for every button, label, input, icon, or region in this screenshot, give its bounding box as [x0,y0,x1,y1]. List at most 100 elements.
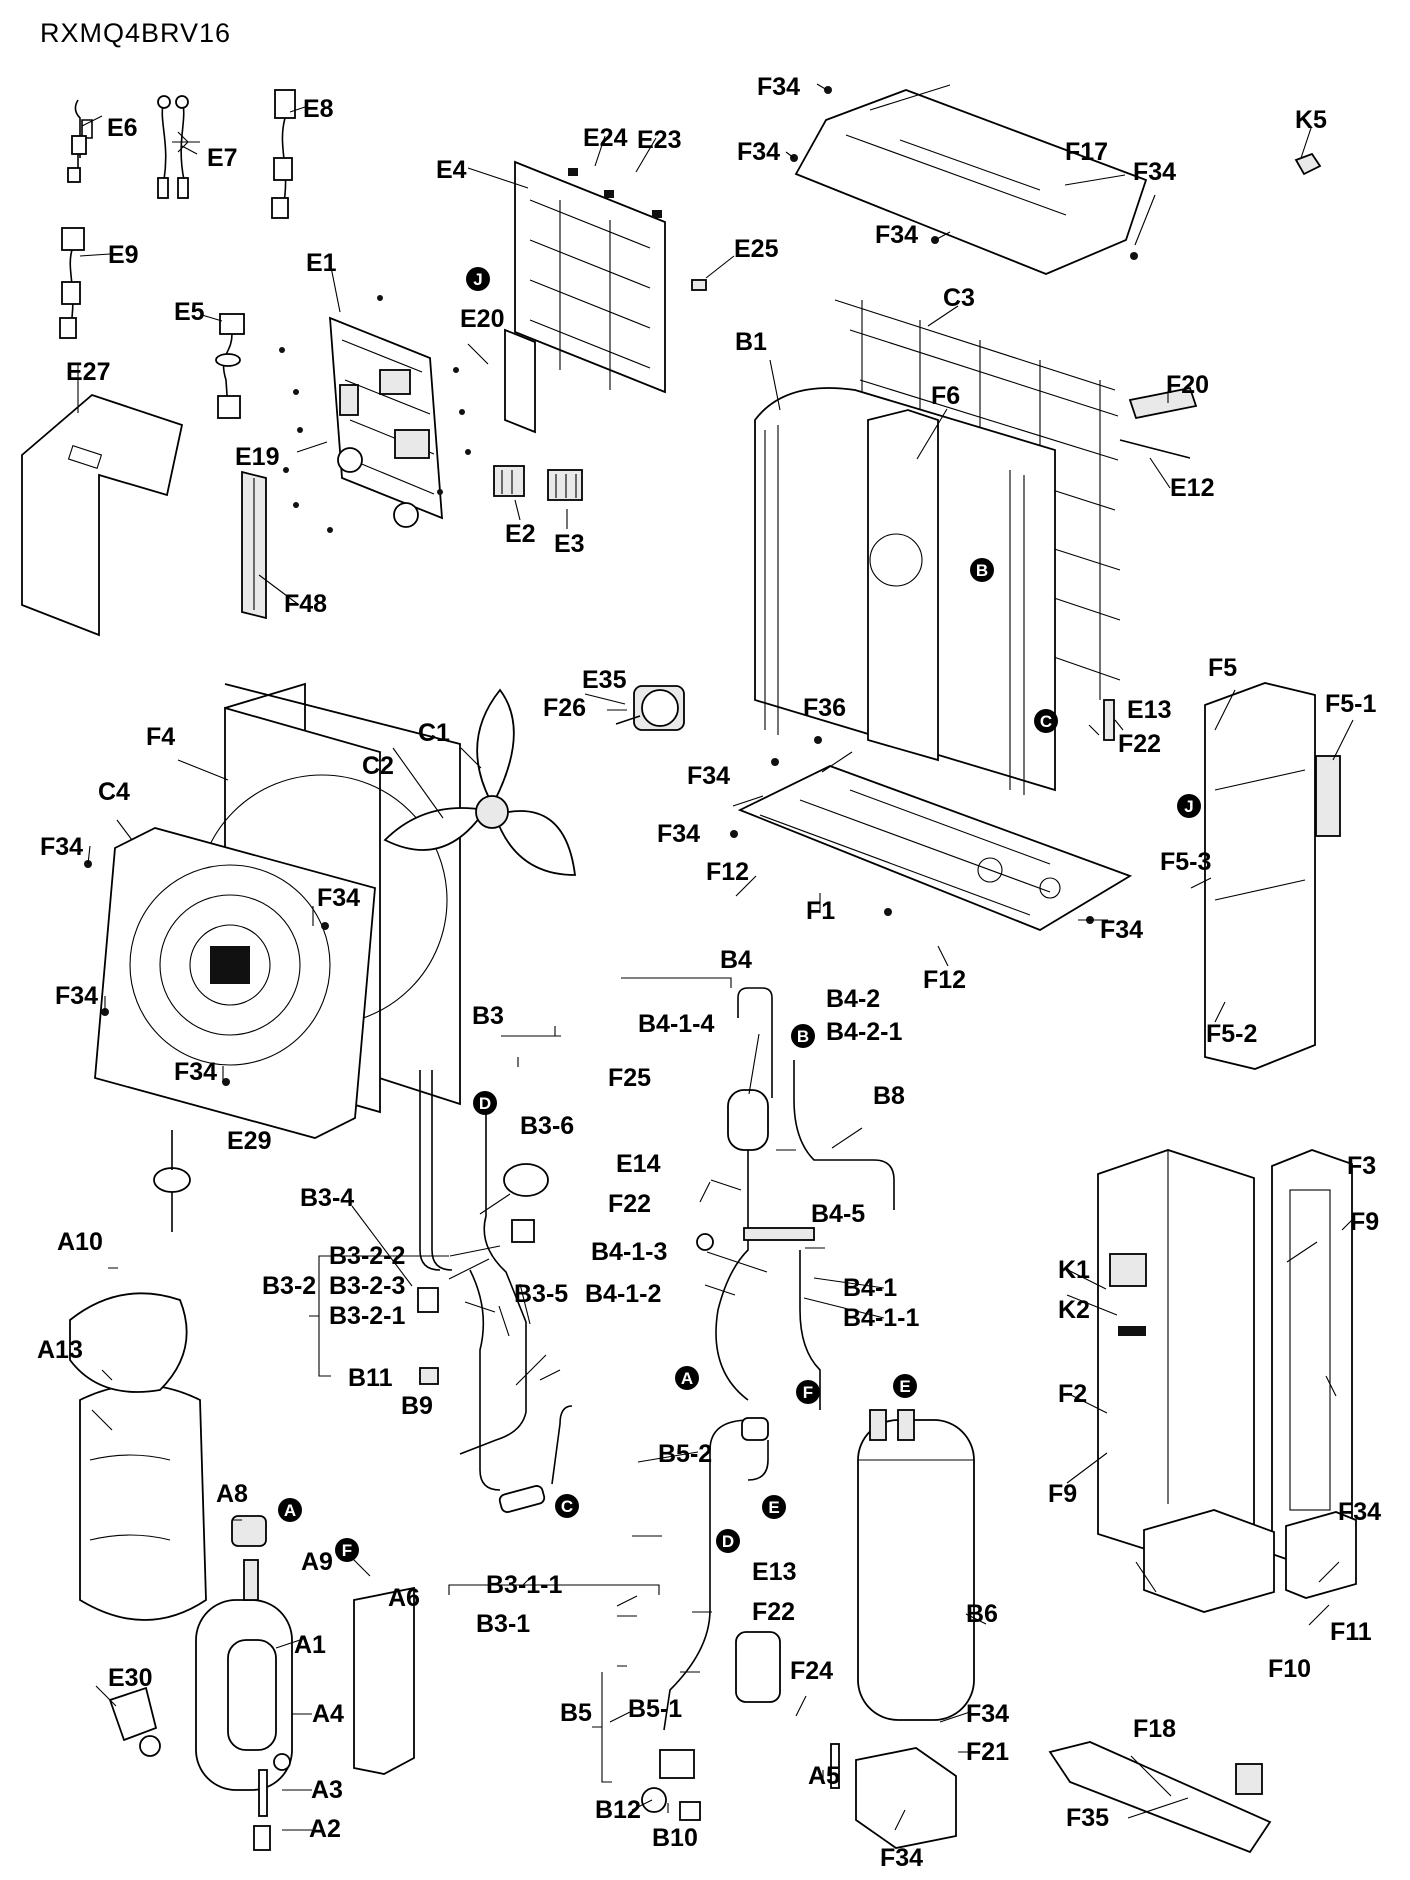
marker-d-1: D [473,1091,497,1115]
wire-harness-e5 [215,313,245,419]
label-a8: A8 [216,1480,248,1508]
marker-b-2: B [791,1024,815,1048]
heat-exchanger-b1 [754,387,1056,795]
label-f35: F35 [1066,1804,1109,1832]
label-f22-1: F22 [1118,730,1161,758]
pipe-assembly-b3 [417,1070,573,1513]
label-b6: B6 [966,1600,998,1628]
label-b4: B4 [720,946,752,974]
label-f12-2: F12 [923,966,966,994]
cylinder-f24 [735,1631,781,1703]
label-b9: B9 [401,1392,433,1420]
compressor-a1 [195,1559,293,1791]
marker-c-2: C [555,1494,579,1518]
label-b1: B1 [735,328,767,356]
label-f34-8: F34 [40,833,83,861]
marker-e-2: E [762,1495,786,1519]
thermistor-e29 [153,1130,191,1232]
insulation-a6 [353,1586,415,1775]
svg-text:E: E [899,1377,910,1396]
marker-a-2: A [278,1498,302,1522]
label-b3-5: B3-5 [514,1280,568,1308]
control-pcb-e1 [328,316,444,528]
label-b3: B3 [472,1002,504,1030]
model-number: RXMQ4BRV16 [40,18,231,48]
wire-harness-e6 [67,99,93,183]
leader-lines [77,83,1354,1831]
label-b4-1: B4-1 [843,1274,897,1302]
bottom-frame-f1 [737,765,1133,932]
svg-text:E: E [768,1498,779,1517]
label-e27: E27 [66,358,110,386]
terminal-block-e3 [547,469,583,501]
rod-a5 [830,1743,840,1789]
label-a6: A6 [388,1584,420,1612]
pipe-assembly-b4 [696,987,895,1410]
label-k5: K5 [1295,106,1327,134]
label-f1: F1 [806,897,835,925]
label-f34-9: F34 [317,884,360,912]
label-c4: C4 [98,778,130,806]
marker-a-1: A [675,1366,699,1390]
cover-a10 [69,1292,188,1393]
label-f34-5: F34 [687,762,730,790]
svg-text:J: J [1184,797,1193,816]
label-e1: E1 [306,249,337,277]
label-k1: K1 [1058,1256,1090,1284]
svg-text:F: F [803,1383,813,1402]
label-k2: K2 [1058,1296,1090,1324]
label-f22-3: F22 [752,1598,795,1626]
marker-b-1: B [970,558,994,582]
label-f21: F21 [966,1738,1009,1766]
label-f4: F4 [146,723,175,751]
label-f12-1: F12 [706,858,749,886]
label-f9-1: F9 [1350,1208,1379,1236]
label-e24: E24 [583,124,628,152]
label-f5-1: F5-1 [1325,690,1377,718]
clip-k5 [1294,152,1322,176]
label-f34-3: F34 [875,221,918,249]
base-f21 [855,1747,957,1849]
svg-text:J: J [473,270,482,289]
label-f34-4: F34 [1133,158,1176,186]
label-f2: F2 [1058,1380,1087,1408]
label-f24: F24 [790,1657,833,1685]
rail-f48 [241,470,267,620]
label-f11: F11 [1330,1618,1372,1646]
label-b4-5: B4-5 [811,1200,865,1228]
label-b4-2: B4-2 [826,985,880,1013]
label-b3-1-1: B3-1-1 [486,1571,563,1599]
label-e2: E2 [505,520,536,548]
cover-e27 [21,393,184,637]
label-e19: E19 [235,443,279,471]
bolt-a3 [258,1769,268,1817]
label-b4-1-4: B4-1-4 [638,1010,715,1038]
label-b4-1-3: B4-1-3 [591,1238,667,1266]
plug-a8 [231,1515,267,1547]
terminal-block-e2 [493,465,525,497]
receiver-tank-b6 [857,1409,975,1721]
label-b11: B11 [348,1364,393,1392]
screws-e19 [279,295,471,533]
marker-d-2: D [716,1529,740,1553]
label-e13-1: E13 [1127,696,1171,724]
svg-text:B: B [797,1027,809,1046]
label-b3-2-1: B3-2-1 [329,1302,406,1330]
label-e14: E14 [616,1150,661,1178]
label-e3: E3 [554,530,585,558]
bracket-f11 [1285,1511,1357,1599]
fan-guard-c4 [94,827,376,1139]
label-a3: A3 [311,1776,343,1804]
top-plate-f17 [794,84,1148,275]
label-a1: A1 [294,1631,326,1659]
label-f5-3: F5-3 [1160,848,1211,876]
insulation-a13 [79,1384,207,1621]
label-f18: F18 [1133,1715,1176,1743]
fan-motor-e35 [615,685,685,731]
label-b4-1-2: B4-1-2 [585,1280,661,1308]
label-f34-12: F34 [966,1700,1009,1728]
label-f9-2: F9 [1048,1480,1077,1508]
label-e30: E30 [108,1664,152,1692]
label-b3-2-2: B3-2-2 [329,1242,405,1270]
